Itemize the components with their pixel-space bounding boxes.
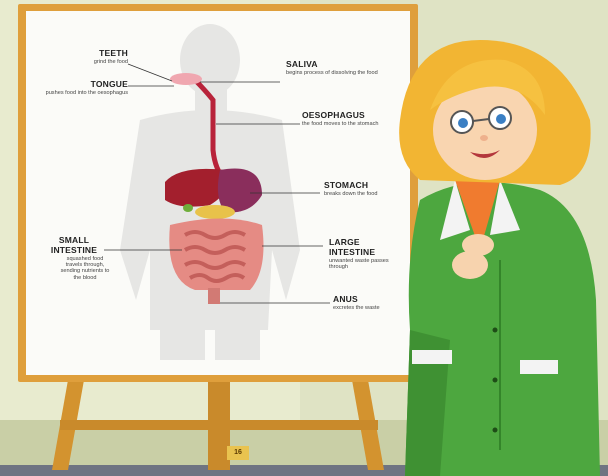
label-anus: ANUS excretes the waste — [333, 295, 395, 311]
label-anus-desc: excretes the waste — [333, 305, 395, 311]
label-teeth-desc: grind the food — [50, 59, 128, 65]
label-stomach-desc: breaks down the food — [324, 191, 394, 197]
page-number: 16 — [227, 446, 249, 460]
label-small-intestine: SMALL INTESTINE squashed food travels th… — [38, 236, 110, 281]
label-anus-title: ANUS — [333, 295, 395, 305]
label-teeth: TEETH grind the food — [50, 49, 128, 65]
label-saliva: SALIVA begins process of dissolving the … — [286, 60, 378, 76]
label-large-intestine-title2: INTESTINE — [329, 248, 401, 258]
label-saliva-desc: begins process of dissolving the food — [286, 70, 378, 76]
label-oesophagus-desc: the food moves to the stomach — [302, 121, 390, 127]
label-small-intestine-title2: INTESTINE — [38, 246, 110, 256]
label-saliva-title: SALIVA — [286, 60, 378, 70]
label-small-intestine-desc: squashed food travels through, sending n… — [60, 256, 110, 282]
label-large-intestine: LARGE INTESTINE unwanted waste passes th… — [329, 238, 401, 270]
label-teeth-title: TEETH — [50, 49, 128, 59]
label-oesophagus: OESOPHAGUS the food moves to the stomach — [302, 111, 390, 127]
pancreas — [195, 205, 235, 219]
label-tongue-title: TONGUE — [36, 80, 128, 90]
label-large-intestine-desc: unwanted waste passes through — [329, 258, 401, 271]
label-oesophagus-title: OESOPHAGUS — [302, 111, 390, 121]
label-stomach: STOMACH breaks down the food — [324, 181, 394, 197]
label-tongue-desc: pushes food into the oesophagus — [36, 90, 128, 96]
label-stomach-title: STOMACH — [324, 181, 394, 191]
label-tongue: TONGUE pushes food into the oesophagus — [36, 80, 128, 96]
teacher-character — [399, 40, 600, 476]
